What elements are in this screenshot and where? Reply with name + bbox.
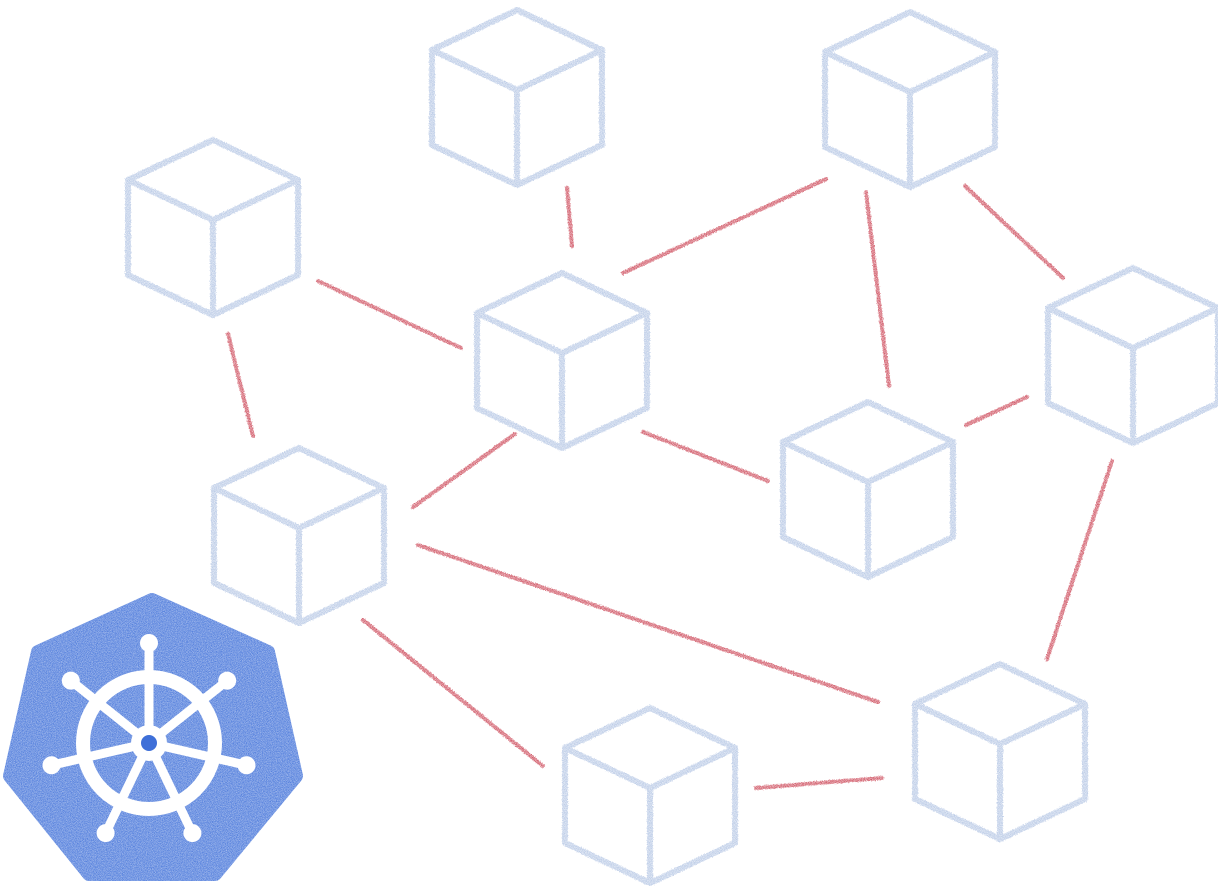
cube-icon-n6 [1045, 265, 1218, 446]
edge-n1-n4 [565, 186, 574, 248]
edge-n3-n5 [226, 332, 255, 438]
cube-icon-n1 [429, 7, 605, 188]
wheel-handle [183, 824, 202, 843]
cube-top-edges [780, 439, 956, 485]
wheel-spoke [48, 740, 144, 770]
kubernetes-helm-logo [3, 593, 303, 881]
edge-n7-n6 [964, 395, 1029, 427]
edge-n2-n7 [864, 190, 891, 388]
edge-n5-n10 [416, 543, 880, 704]
cube-icon-n9 [912, 661, 1088, 842]
cube-top-edges [429, 47, 605, 93]
edge-n2-n6 [963, 184, 1065, 280]
cube-icon-n5 [211, 445, 387, 626]
cube-top-edges [125, 177, 301, 223]
wheel-spoke [154, 740, 250, 770]
cube-icon-n3 [125, 137, 301, 318]
edge-n4-n5 [411, 432, 517, 509]
cube-top-edges [211, 485, 387, 531]
cube-top-edges [822, 49, 998, 95]
edge-n5-n9 [361, 618, 545, 768]
cube-top-edges [474, 310, 650, 356]
wheel-handle [140, 634, 158, 652]
wheel-handle [61, 671, 80, 690]
cube-icon-n4 [474, 270, 650, 451]
wheel-hub-center [141, 735, 157, 751]
wheel-spoke [148, 747, 197, 836]
edge-n9-n10 [754, 776, 884, 790]
edge-n3-n4 [316, 279, 463, 350]
ship-wheel-icon [42, 634, 256, 843]
wheel-spoke [101, 747, 150, 836]
wheel-spoke [152, 677, 231, 742]
wheel-handle [218, 671, 237, 690]
edge-n4-n7 [641, 430, 770, 483]
cube-top-edges [562, 745, 738, 791]
wheel-handle [96, 824, 115, 843]
cube-icon-n7 [780, 399, 956, 580]
edge-n6-n10 [1045, 459, 1114, 661]
edges-layer [226, 177, 1114, 790]
wheel-spoke [67, 677, 146, 742]
cube-top-edges [1045, 305, 1218, 351]
edge-n2-n4 [621, 177, 828, 275]
nodes-layer [125, 7, 1218, 886]
wheel-handle [237, 756, 256, 775]
wheel-handle [42, 756, 61, 775]
cube-icon-n8 [562, 705, 738, 886]
cube-icon-n2 [822, 9, 998, 190]
cube-top-edges [912, 701, 1088, 747]
